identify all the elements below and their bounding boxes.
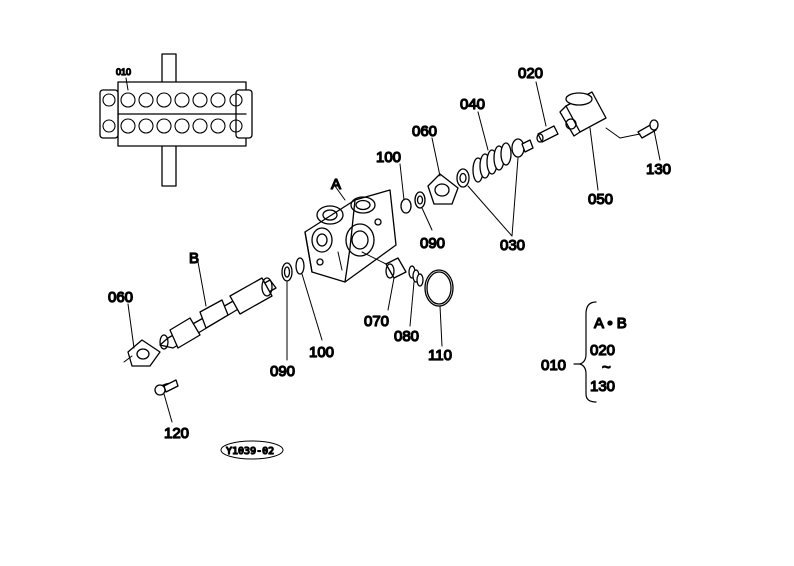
spool [159, 277, 277, 350]
legend-line3: 130 [590, 378, 615, 395]
spring-080 [408, 265, 424, 287]
label-130: 130 [646, 161, 671, 178]
label-A: A [331, 176, 341, 193]
oring-100-top [400, 198, 412, 214]
legend-root: 010 [541, 357, 566, 374]
seal-090-bottom [281, 262, 293, 282]
washer-030-b [511, 138, 534, 158]
label-010-inset: 010 [116, 67, 131, 77]
legend-tilde: ~ [602, 359, 611, 376]
label-100-top: 100 [376, 149, 401, 166]
label-100-bottom: 100 [309, 344, 334, 361]
legend-line2: 020 [590, 342, 615, 359]
plate-060-left [123, 339, 161, 367]
label-020: 020 [518, 65, 543, 82]
label-B: B [189, 250, 199, 267]
bolt-020 [536, 125, 559, 143]
leader-lines [127, 81, 661, 423]
label-110: 110 [428, 347, 452, 364]
label-060-top: 060 [412, 123, 437, 140]
plate-060-top [427, 173, 459, 205]
label-090-top: 090 [420, 235, 445, 252]
label-120: 120 [164, 425, 189, 442]
label-070: 070 [364, 313, 389, 330]
reference-code: Y1039-02 [226, 446, 274, 457]
inset-valve-stack [99, 53, 253, 187]
oring-110 [424, 269, 454, 307]
washer-030-a [456, 168, 470, 188]
label-060-left: 060 [108, 289, 133, 306]
label-050: 050 [588, 191, 613, 208]
label-040: 040 [460, 96, 485, 113]
plug-070 [361, 251, 407, 279]
screw-120 [154, 379, 179, 396]
label-030: 030 [500, 237, 525, 254]
label-080: 080 [394, 328, 419, 345]
reference-code-frame [220, 440, 284, 460]
legend-brace [573, 301, 597, 403]
screw-130 [605, 119, 659, 139]
oring-100-bottom [295, 257, 305, 275]
cap-050 [559, 91, 607, 137]
spring-040 [472, 142, 512, 183]
seal-090-top [414, 191, 426, 209]
label-090-bottom: 090 [270, 363, 295, 380]
legend-line1: A • B [594, 315, 627, 332]
valve-body [304, 189, 397, 283]
